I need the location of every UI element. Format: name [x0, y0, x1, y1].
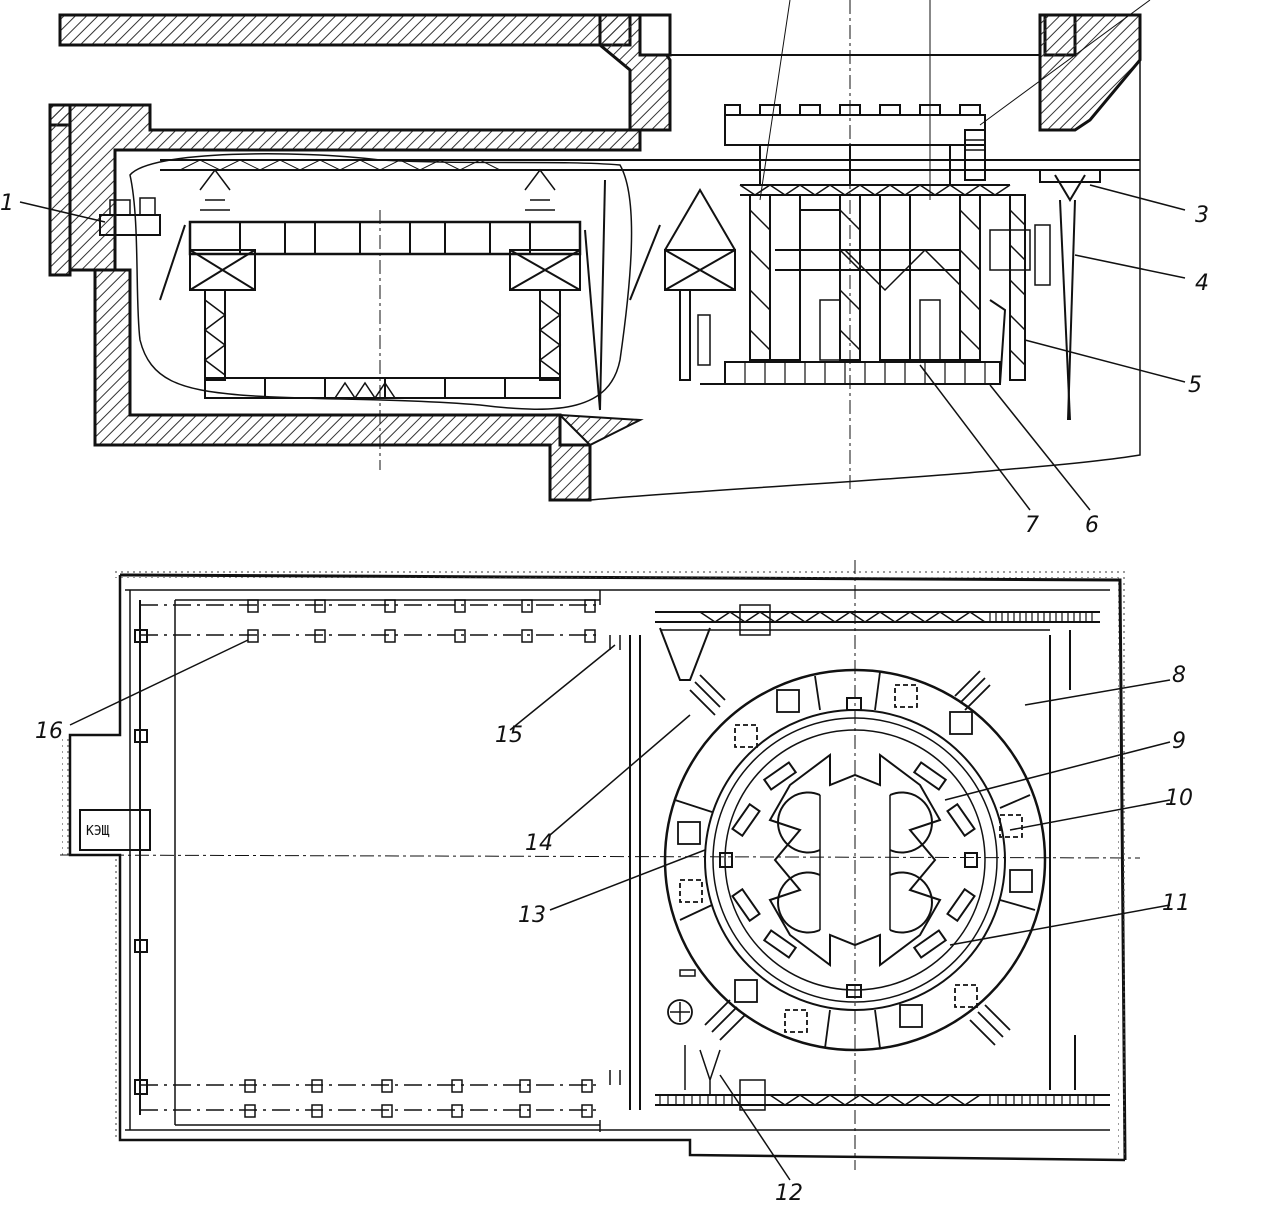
callout-3: 3: [1195, 203, 1209, 228]
callout-14: 14: [525, 831, 553, 856]
roof-slab: [58, 13, 1142, 132]
callout-8: 8: [1172, 663, 1186, 688]
callout-4: 4: [1195, 271, 1209, 296]
panel-label: КЭЩ: [86, 824, 110, 839]
control-line: [79, 600, 151, 1115]
callout-15: 15: [495, 723, 523, 748]
left-vessel: [159, 168, 661, 470]
rails: [140, 599, 1110, 1118]
callout-1: 1: [0, 191, 14, 216]
rock-outline: [589, 60, 1141, 501]
right-machine: [664, 104, 1140, 421]
crane-rail: [160, 159, 1140, 196]
callout-16: 16: [35, 719, 63, 744]
callout-6: 6: [1085, 513, 1099, 538]
plan-walls: [62, 570, 1127, 1162]
plan-view: [59, 560, 1141, 1170]
callout-10: 10: [1165, 786, 1193, 811]
callout-7: 7: [1025, 513, 1039, 538]
callout-13: 13: [518, 903, 546, 928]
callout-5: 5: [1188, 373, 1202, 398]
callout-11: 11: [1162, 891, 1190, 916]
callout-12: 12: [775, 1181, 803, 1205]
section-view: [48, 0, 1151, 502]
item-1-equipment: [99, 197, 161, 236]
leader-lines: [19, 184, 1186, 1181]
left-walls: [48, 103, 644, 502]
callout-9: 9: [1172, 729, 1186, 754]
callout-labels: 1 3 4 5 6 7 8 9 10 11 12 13 14 15 16 КЭЩ: [0, 191, 1209, 1205]
